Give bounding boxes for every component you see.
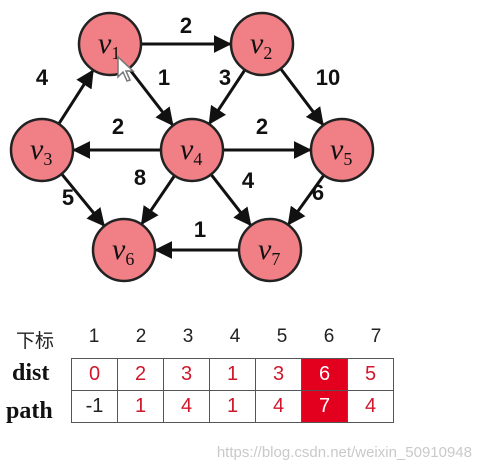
node-v5: v5 [309, 117, 375, 183]
edge-v2-v4 [208, 69, 247, 125]
node-subscript: 1 [111, 43, 120, 63]
node-circle [159, 117, 225, 183]
dist-cell-4: 1 [209, 358, 256, 391]
index-3: 3 [182, 326, 194, 347]
node-circle [77, 11, 143, 77]
dist-cell-1: 0 [71, 358, 118, 391]
index-2: 2 [135, 326, 147, 347]
node-label: v1 [98, 27, 120, 63]
dist-cell-2: 2 [117, 358, 164, 391]
index-label: 下标 [16, 331, 55, 352]
edge-v3-v6 [60, 173, 105, 227]
node-label: v2 [250, 27, 272, 63]
path-cell-6: 7 [301, 390, 348, 423]
node-v1: v1 [77, 11, 143, 77]
node-v7: v7 [237, 217, 303, 283]
node-subscript: 3 [43, 149, 52, 169]
edge-weight-v3-v6: 5 [62, 185, 74, 210]
edge-weight-v5-v7: 6 [312, 180, 324, 205]
node-v4: v4 [159, 117, 225, 183]
path-cell-2: 1 [117, 390, 164, 423]
edge-v4-v7 [209, 173, 252, 227]
node-circle [237, 217, 303, 283]
path-cell-3: 4 [163, 390, 210, 423]
index-6: 6 [323, 326, 335, 347]
edge-v4-v6 [140, 174, 176, 226]
mouse-cursor-icon [117, 55, 135, 82]
path-cell-4: 1 [209, 390, 256, 423]
path-cell-5: 4 [255, 390, 302, 423]
edge-v5-v7 [287, 174, 326, 226]
dist-cell-5: 3 [255, 358, 302, 391]
edge-weight-v4-v3: 2 [112, 114, 124, 139]
path-cell-7: 4 [347, 390, 394, 423]
node-label: v4 [180, 133, 202, 169]
edge-v2-v5 [279, 67, 324, 126]
edge-weight-v3-v1: 4 [36, 65, 49, 90]
path-cell-1: -1 [71, 390, 118, 423]
dist-cell-6: 6 [301, 358, 348, 391]
dist-cell-3: 3 [163, 358, 210, 391]
node-letter: v [258, 233, 272, 266]
index-4: 4 [229, 326, 241, 347]
node-letter: v [98, 27, 112, 60]
watermark: https://blog.csdn.net/weixin_50910948 [216, 444, 472, 461]
node-v3: v3 [9, 117, 75, 183]
edge-weight-v4-v7: 4 [242, 168, 255, 193]
node-label: v7 [258, 233, 280, 269]
node-subscript: 5 [343, 149, 352, 169]
edge-weight-v2-v4: 3 [219, 65, 231, 90]
edge-weight-v4-v5: 2 [256, 114, 268, 139]
node-circle [9, 117, 75, 183]
node-circle [91, 217, 157, 283]
node-label: v5 [330, 133, 352, 169]
node-letter: v [250, 27, 264, 60]
node-letter: v [112, 233, 126, 266]
edge-weight-v1-v2: 2 [180, 13, 192, 38]
node-subscript: 7 [271, 249, 280, 269]
node-subscript: 4 [193, 149, 202, 169]
edge-weight-v2-v5: 10 [316, 65, 340, 90]
node-label: v6 [112, 233, 134, 269]
edge-v3-v1 [57, 69, 94, 125]
edge-weight-v4-v6: 8 [134, 165, 146, 190]
node-letter: v [180, 133, 194, 166]
node-v2: v2 [229, 11, 295, 77]
edge-v1-v4 [127, 67, 174, 127]
index-7: 7 [370, 326, 382, 347]
dist-row-label: dist [12, 360, 50, 386]
index-5: 5 [276, 326, 288, 347]
edge-weight-v1-v4: 1 [158, 65, 170, 90]
path-row-label: path [6, 398, 53, 424]
node-letter: v [330, 133, 344, 166]
node-circle [229, 11, 295, 77]
node-v6: v6 [91, 217, 157, 283]
node-label: v3 [30, 133, 52, 169]
dist-cell-7: 5 [347, 358, 394, 391]
edge-weight-v7-v6: 1 [194, 217, 206, 242]
node-circle [309, 117, 375, 183]
node-subscript: 6 [125, 249, 134, 269]
node-subscript: 2 [263, 43, 272, 63]
node-letter: v [30, 133, 44, 166]
index-1: 1 [88, 326, 100, 347]
